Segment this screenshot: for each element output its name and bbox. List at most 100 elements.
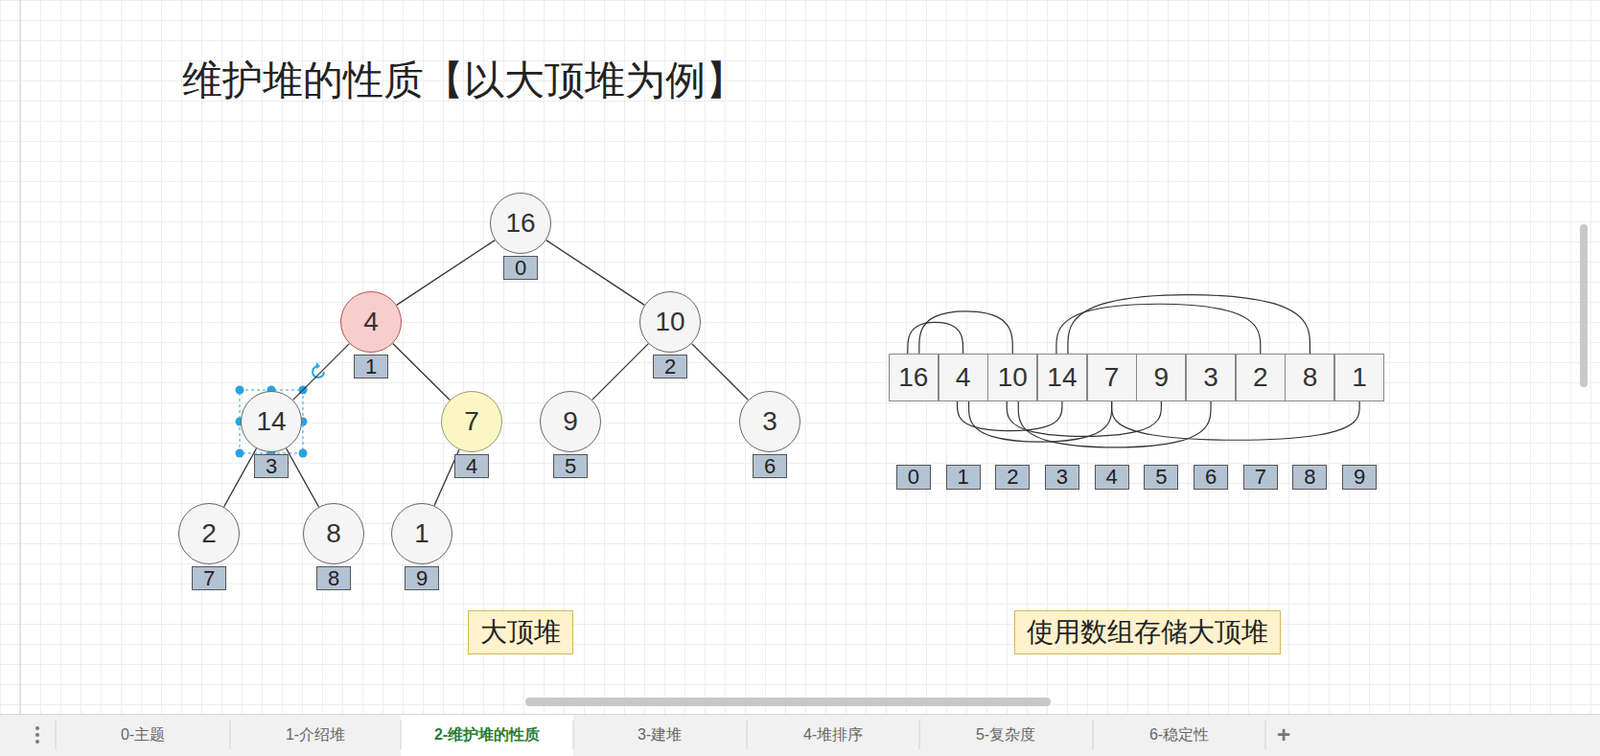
heap-node: 102: [639, 291, 701, 353]
array-link: [1006, 401, 1161, 437]
heap-node: 19: [391, 503, 453, 565]
array-link: [919, 311, 1013, 354]
index-number: 4: [1106, 464, 1118, 490]
node-index: 2: [652, 354, 688, 379]
index-number: 1: [956, 464, 969, 490]
heap-node: 74: [440, 391, 503, 453]
node-index: 0: [503, 255, 538, 280]
array-cell: 7: [1087, 353, 1137, 402]
array-link: [1067, 295, 1311, 354]
index-box: 7: [1243, 464, 1278, 490]
node-index: 9: [404, 566, 440, 591]
cell-value: 2: [1252, 362, 1269, 394]
tree-edge: [224, 448, 257, 508]
index-box: 5: [1143, 464, 1179, 490]
page-tab: 4-堆排序: [803, 714, 863, 756]
title: 维护堆的性质【以大顶堆为例】: [182, 53, 746, 108]
node-index: 5: [553, 454, 588, 479]
caption-text: 大顶堆: [480, 614, 561, 651]
cell-value: 1: [1351, 362, 1368, 394]
array-link: [957, 401, 1063, 432]
node-index: 8: [316, 566, 351, 591]
index-box: 2: [995, 464, 1030, 490]
array-cell: 10: [987, 353, 1038, 402]
node-value: 2: [201, 518, 217, 550]
node-value: 7: [463, 406, 480, 438]
node-index: 1: [353, 354, 389, 379]
index-box: 6: [1193, 464, 1229, 490]
index-number: 2: [1006, 464, 1019, 490]
cell-value: 3: [1203, 362, 1219, 394]
node-value: 4: [363, 306, 379, 338]
cell-value: 14: [1046, 362, 1077, 394]
node-value: 9: [562, 406, 579, 438]
tree-edge: [396, 240, 496, 306]
heap-node: 95: [539, 391, 602, 453]
caption-box: 大顶堆: [467, 610, 574, 655]
array-cell: 8: [1284, 353, 1335, 402]
array-cell: 14: [1037, 353, 1088, 402]
node-value: 3: [762, 406, 778, 438]
tree-edge: [592, 344, 650, 401]
heap-node: 143: [240, 391, 302, 453]
tree-edge: [286, 448, 320, 508]
page-tab: 2-维护堆的性质: [434, 714, 540, 756]
index-number: 5: [1155, 464, 1167, 490]
node-index: 6: [752, 454, 788, 479]
array-link: [907, 322, 964, 354]
page-tab: 0-主题: [120, 714, 165, 756]
index-number: 9: [1353, 464, 1366, 490]
node-value: 10: [654, 306, 685, 338]
array-link: [1112, 401, 1361, 441]
page-tab: 6-稳定性: [1149, 714, 1209, 756]
index-box: 4: [1094, 464, 1130, 490]
index-box: 3: [1044, 464, 1080, 490]
node-value: 14: [255, 406, 286, 438]
node-value: 8: [325, 518, 342, 550]
array-cell: 1: [1334, 353, 1385, 402]
index-number: 7: [1254, 464, 1267, 490]
heap-node: 27: [178, 503, 240, 565]
array-link: [1018, 401, 1211, 448]
index-box: 1: [946, 464, 981, 490]
index-box: 9: [1342, 464, 1377, 490]
index-number: 3: [1056, 464, 1068, 490]
page-tab: 3-建堆: [637, 714, 682, 756]
node-index: 7: [191, 566, 227, 591]
index-number: 0: [907, 464, 920, 490]
array-cell: 3: [1185, 353, 1236, 402]
heap-node: 36: [739, 391, 801, 453]
heap-node: 160: [489, 192, 552, 255]
index-box: 0: [896, 464, 931, 490]
array-cell: 2: [1235, 353, 1286, 402]
array-cell: 16: [888, 353, 939, 402]
tree-edge: [393, 344, 451, 401]
tree-edge: [546, 240, 646, 306]
cell-value: 9: [1154, 362, 1170, 394]
heap-node: 88: [302, 503, 365, 565]
add-tab: +: [1276, 714, 1291, 756]
cell-value: 8: [1302, 362, 1319, 394]
array-link: [1056, 303, 1261, 354]
node-index: 4: [454, 454, 489, 479]
cell-value: 7: [1104, 362, 1120, 394]
heap-node: 41: [340, 291, 402, 353]
cell-value: 16: [898, 362, 928, 394]
page-tab: 5-复杂度: [975, 714, 1036, 756]
page-tab: 1-介绍堆: [285, 714, 346, 756]
selection-handles: [235, 362, 325, 459]
cell-value: 10: [997, 362, 1028, 394]
index-number: 8: [1303, 464, 1316, 490]
array-cell: 4: [938, 353, 989, 402]
index-box: 8: [1292, 464, 1327, 490]
index-number: 6: [1205, 464, 1217, 490]
node-value: 1: [414, 518, 430, 550]
node-value: 16: [505, 208, 535, 239]
node-index: 3: [254, 454, 289, 479]
array-cell: 9: [1136, 353, 1186, 402]
caption-box: 使用数组存储大顶堆: [1014, 610, 1281, 655]
cell-value: 4: [955, 362, 972, 394]
caption-text: 使用数组存储大顶堆: [1026, 614, 1269, 651]
tree-edge: [293, 344, 350, 401]
tree-edge: [692, 344, 749, 401]
